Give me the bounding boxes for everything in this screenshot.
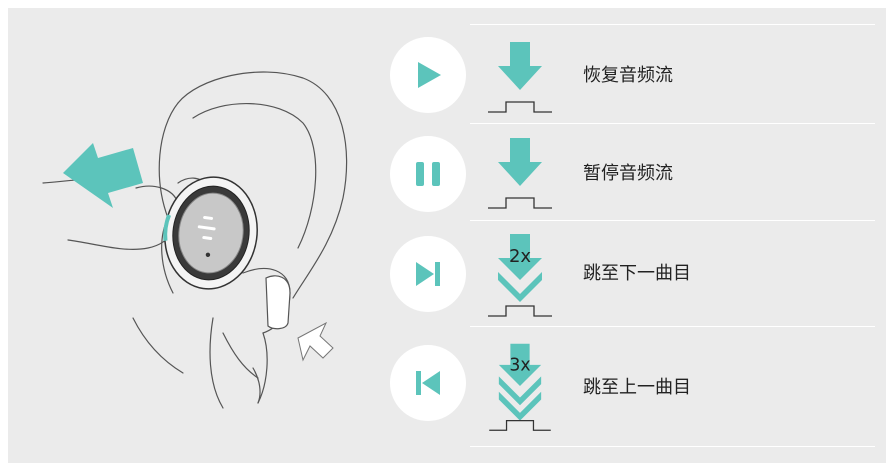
play-button-circle <box>390 37 466 113</box>
action-label: 跳至上一曲目 <box>583 377 691 398</box>
next-track-button-circle <box>390 236 466 312</box>
previous-track-icon <box>416 371 440 395</box>
play-icon <box>418 62 441 88</box>
pause-button-circle <box>390 136 466 212</box>
separator-line <box>470 220 875 221</box>
single-press-arrow-icon <box>488 138 552 209</box>
action-label: 跳至下一曲目 <box>583 263 691 284</box>
separator-line <box>470 446 875 447</box>
separator-line <box>470 24 875 25</box>
previous-track-button-circle <box>390 345 466 421</box>
single-press-arrow-icon <box>488 42 552 113</box>
triple-press-arrow-icon: 3x <box>489 343 551 431</box>
separator-line <box>470 123 875 124</box>
double-press-arrow-icon: 2x <box>488 234 552 317</box>
press-count: 3x <box>509 356 530 376</box>
ear-with-earbud-illustration <box>42 71 348 409</box>
action-label: 恢复音频流 <box>583 65 673 86</box>
pause-icon <box>416 162 440 186</box>
action-label: 暂停音频流 <box>583 163 673 184</box>
press-count: 2x <box>509 246 531 267</box>
separator-line <box>470 326 875 327</box>
press-arrow-icon <box>63 143 143 208</box>
next-track-icon <box>416 262 440 286</box>
